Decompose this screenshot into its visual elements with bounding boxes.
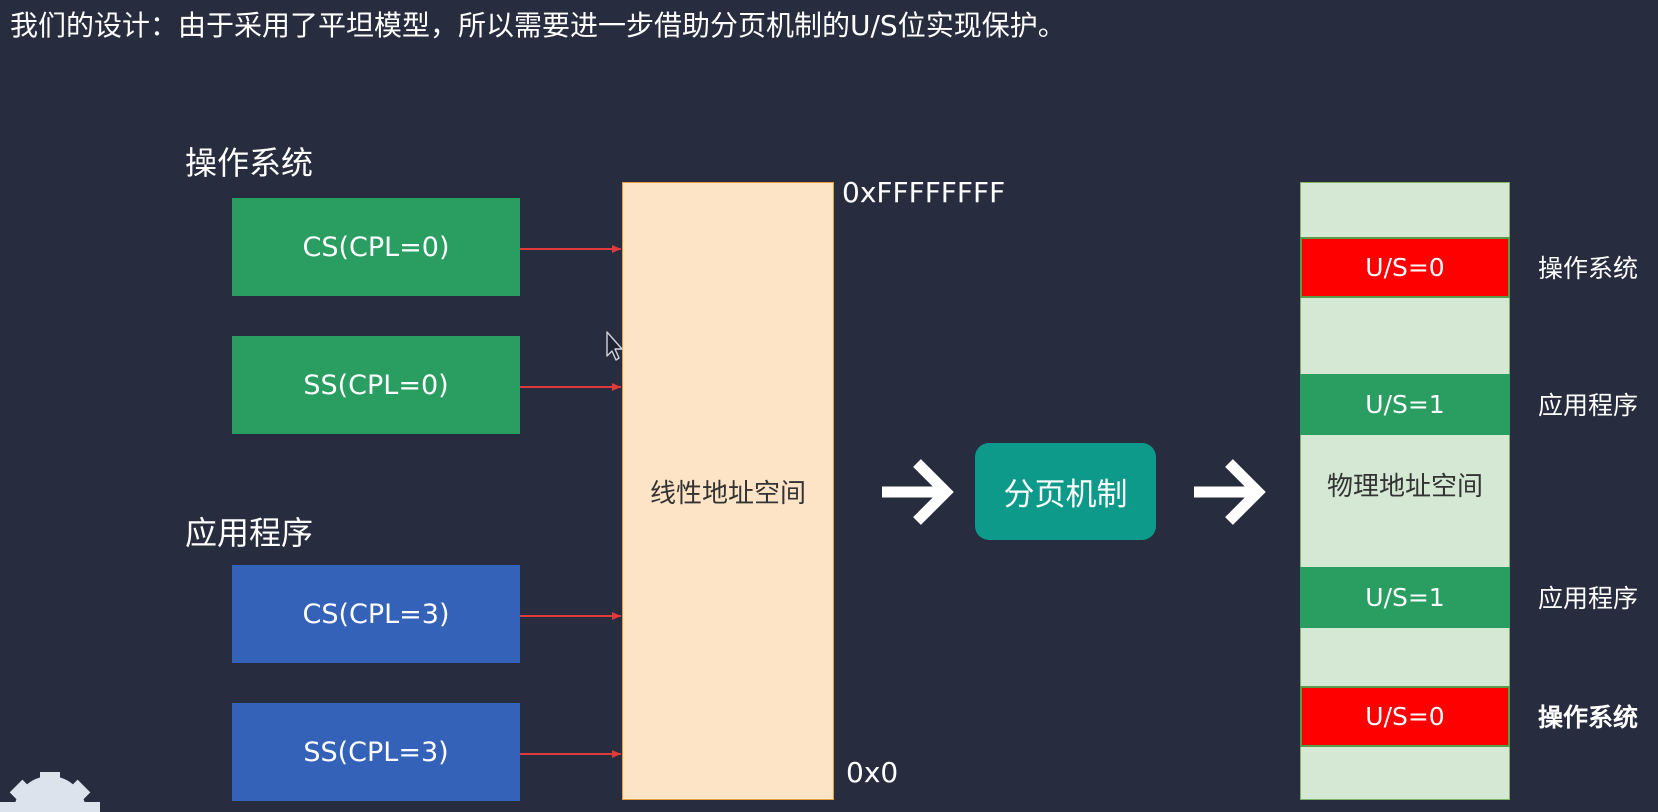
page-os-top: U/S=0	[1300, 237, 1510, 298]
arrow-right-icon	[1194, 459, 1266, 525]
arrow-right-icon	[882, 459, 954, 525]
os-cs-segment: CS(CPL=0)	[232, 198, 520, 296]
slide-title: 我们的设计：由于采用了平坦模型，所以需要进一步借助分页机制的U/S位实现保护。	[10, 9, 1066, 42]
app-ss-segment: SS(CPL=3)	[232, 703, 520, 801]
paging-mechanism-box: 分页机制	[975, 443, 1156, 540]
linear-top-address: 0xFFFFFFFF	[842, 176, 1006, 209]
segment-connectors	[520, 245, 621, 758]
page-owner-label-os-top: 操作系统	[1538, 254, 1639, 283]
os-ss-segment: SS(CPL=0)	[232, 336, 520, 434]
page-owner-label-app-upper: 应用程序	[1538, 391, 1639, 420]
page-os-bottom: U/S=0	[1300, 686, 1510, 747]
page-owner-label-app-lower: 应用程序	[1538, 584, 1639, 613]
linear-bottom-address: 0x0	[846, 756, 899, 789]
mouse-cursor-icon	[606, 331, 623, 361]
page-owner-label-os-bottom: 操作系统	[1538, 703, 1639, 732]
page-app-lower: U/S=1	[1300, 567, 1510, 628]
linear-address-space-label: 线性地址空间	[649, 478, 806, 509]
page-app-upper: U/S=1	[1300, 374, 1510, 435]
linear-address-space: 线性地址空间	[622, 182, 834, 800]
paging-mechanism-label: 分页机制	[1003, 477, 1128, 513]
app-cs-segment: CS(CPL=3)	[232, 565, 520, 663]
gear-icon	[0, 772, 100, 812]
app-group-label: 应用程序	[185, 514, 314, 552]
os-group-label: 操作系统	[185, 144, 314, 182]
physical-address-space-label: 物理地址空间	[1326, 472, 1483, 502]
